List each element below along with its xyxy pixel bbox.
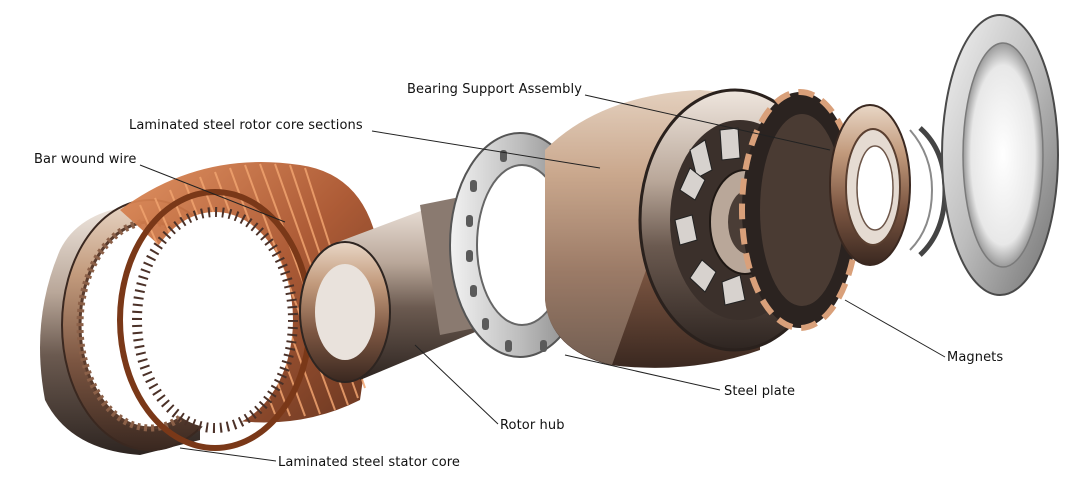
leader-bar-wire	[139, 164, 286, 223]
leader-rotor-hub	[414, 344, 499, 425]
leader-stator-core	[179, 447, 277, 462]
leader-magnets	[844, 299, 946, 358]
leader-steel-plate	[564, 354, 721, 391]
leader-bearing	[584, 94, 831, 151]
clip-ring-part	[909, 126, 948, 257]
label-bar-wound-wire: Bar wound wire	[34, 152, 137, 167]
bearing-assembly-part	[829, 104, 911, 266]
label-magnets: Magnets	[947, 350, 1004, 365]
label-rotor-hub: Rotor hub	[500, 418, 565, 433]
label-stator-core: Laminated steel stator core	[278, 455, 461, 470]
label-bearing-support-assembly: Bearing Support Assembly	[407, 82, 583, 97]
label-rotor-core-sections: Laminated steel rotor core sections	[129, 118, 363, 133]
label-steel-plate: Steel plate	[724, 384, 796, 399]
magnets-part	[739, 89, 861, 331]
leader-rotor-core	[371, 130, 601, 169]
leader-lines	[139, 94, 946, 462]
bar-wound-wire-part	[117, 162, 380, 451]
end-disc-part	[941, 14, 1059, 296]
